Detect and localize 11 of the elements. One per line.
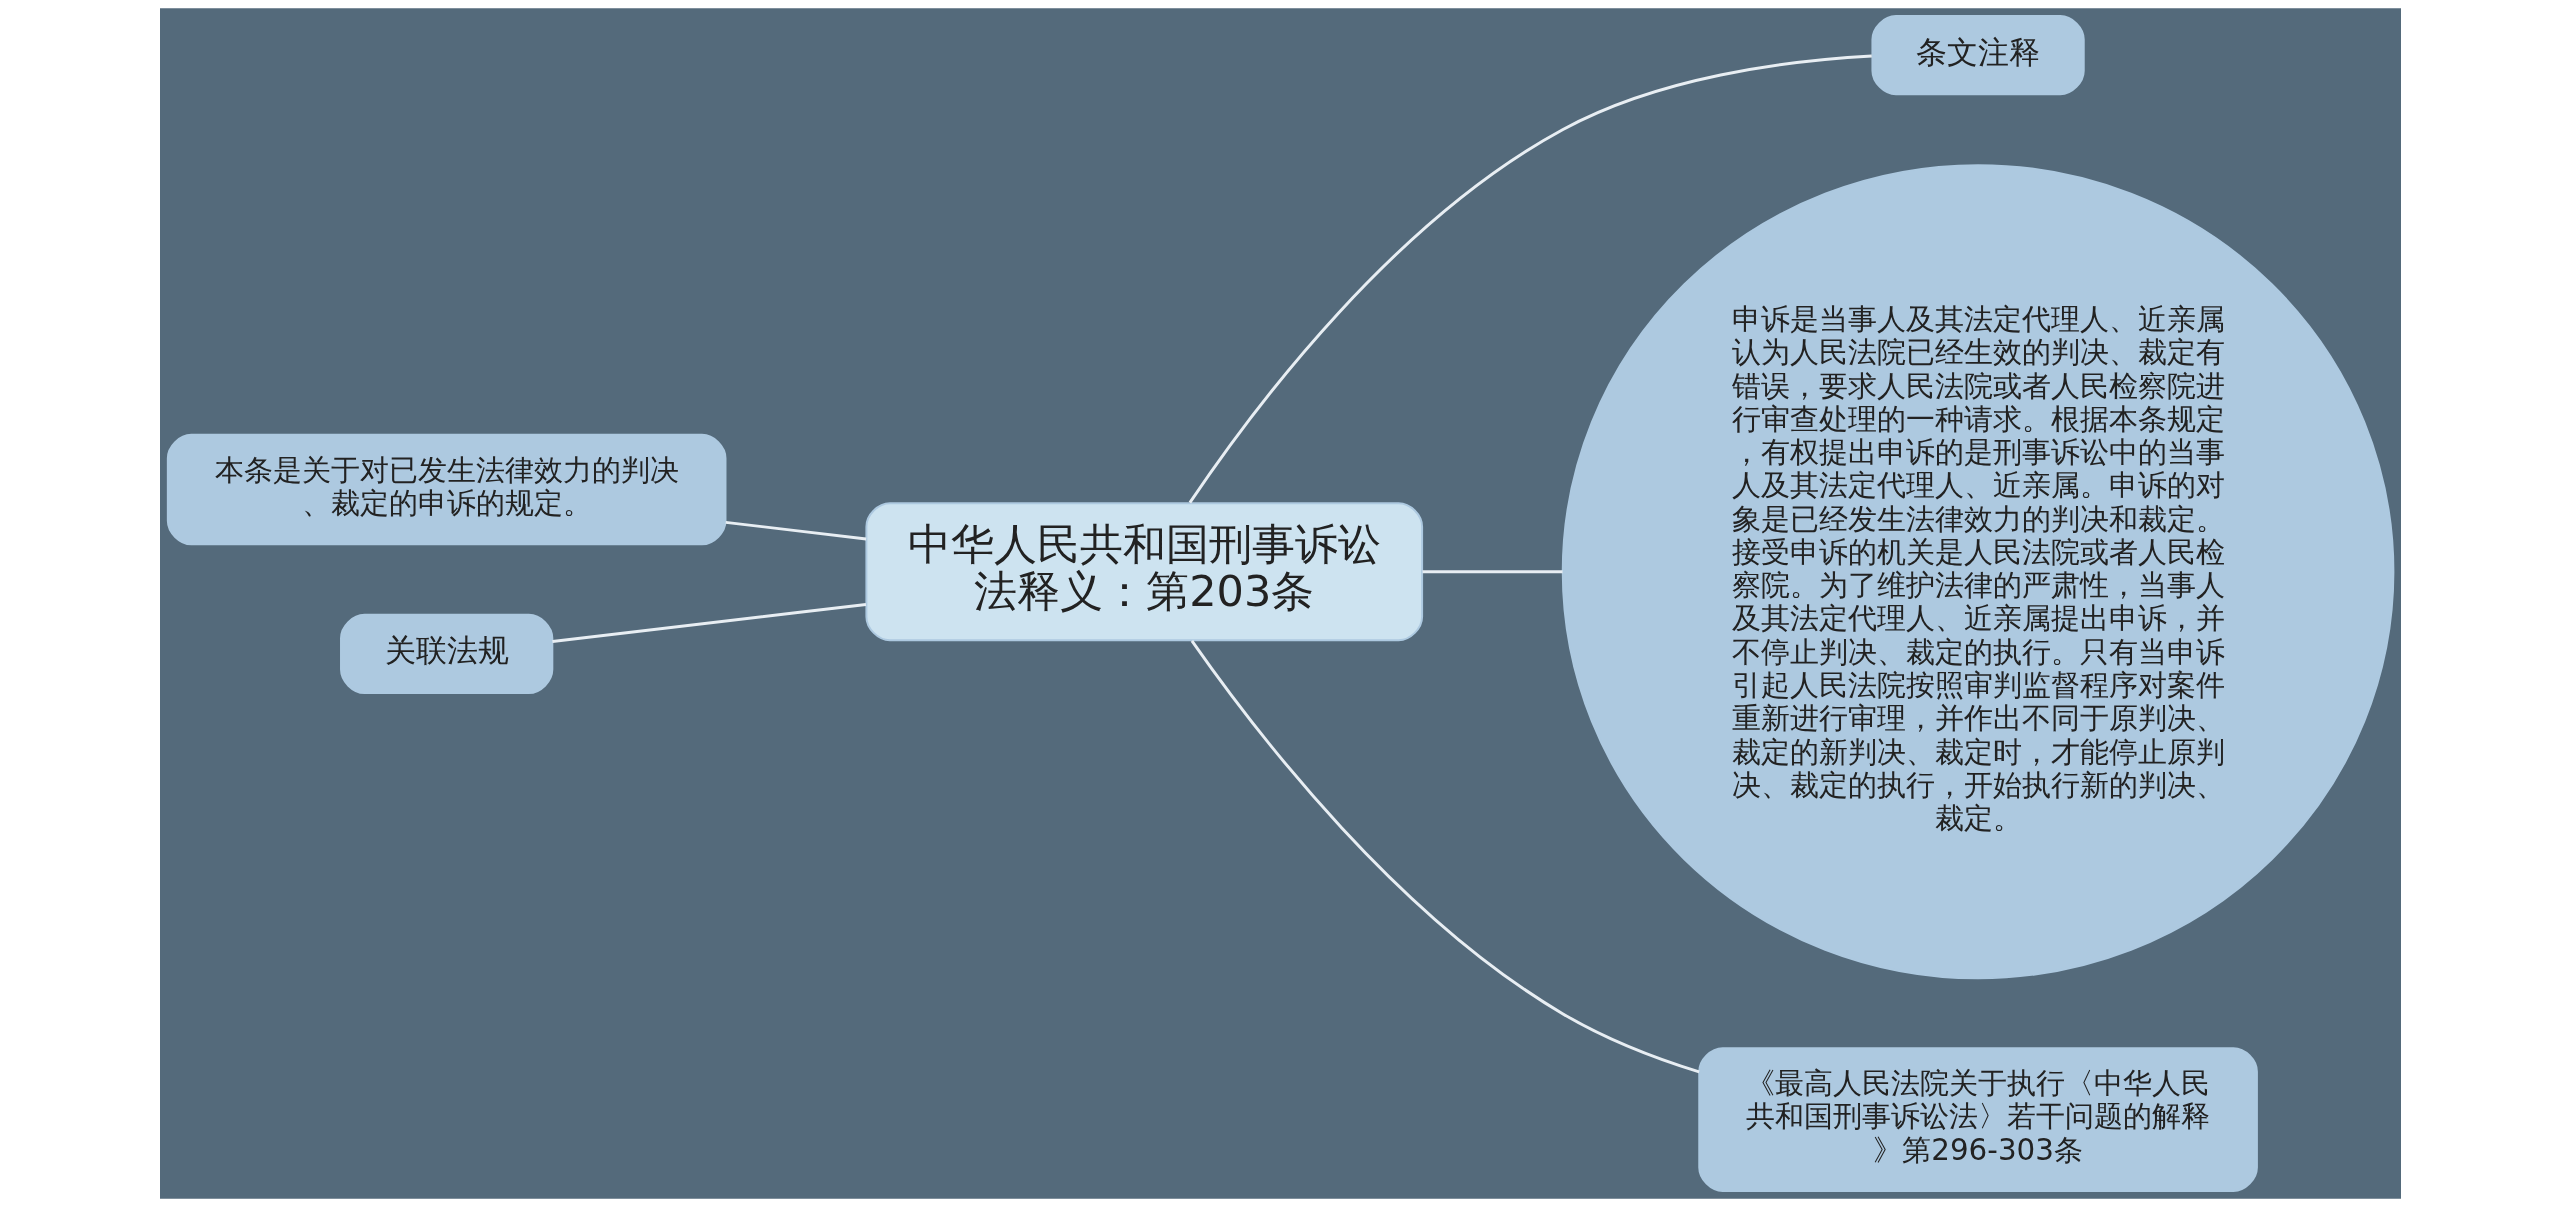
connector [1422, 570, 1563, 574]
node-box: 条文注释 [1870, 15, 2085, 96]
node-box: 本条是关于对已发生法律效力的判决、裁定的申诉的规定。 [166, 433, 726, 546]
node-circle: 申诉是当事人及其法定代理人、近亲属认为人民法院已经生效的判决、裁定有错误，要求人民法院或者人民检察院进行审查处理的一种请求。根据本条规定，有权提出申诉的是刑事诉讼中的当事人及其法定代理人、近亲属。申诉的对象是已经发生法律效力的判决和裁定。接受申诉的机关是人民法院或者人民检察院。为了维护法律的严肃性，当事人及其法定代理人、近亲属提出申诉，并不停止判决、裁定的执行。只有当申诉引起人民法院按照审判监督程序对案件重新进行审理，并作出不同于原判决、裁定的新判决、裁定时，才能停止原判决、裁定的执行，开始执行新的判决、裁定。 [1561, 164, 2394, 980]
connector [551, 603, 866, 644]
connector [725, 520, 866, 541]
node-box: 中华人民共和国刑事诉讼法释义：第203条 [864, 502, 1423, 642]
node-box: 关联法规 [339, 613, 553, 694]
connector [1188, 54, 1872, 504]
node-box: 《最高人民法院关于执行〈中华人民共和国刑事诉讼法〉若干问题的解释》第296-303条 [1697, 1047, 2258, 1192]
connector [1190, 639, 1700, 1074]
